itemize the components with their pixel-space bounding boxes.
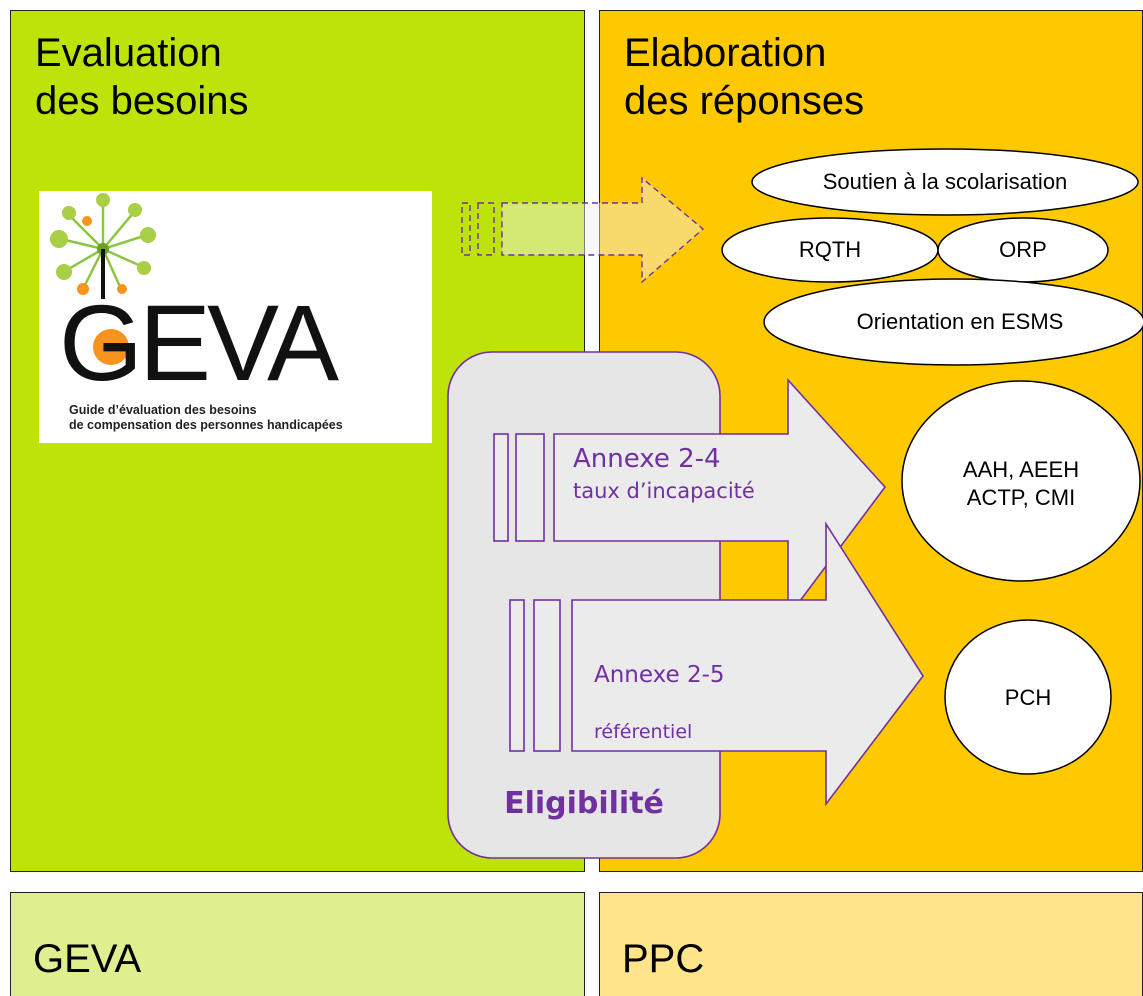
geva-logo-subtitle-2: de compensation des personnes handicapée…	[69, 418, 343, 432]
elaboration-title: Elaboration des réponses	[624, 31, 865, 123]
label-pch: PCH	[1004, 685, 1052, 710]
annexe-2-5-arrow	[509, 521, 924, 807]
eligibility-label: Eligibilité	[504, 786, 664, 821]
annexe-2-4-subtitle: taux d’incapacité	[573, 479, 755, 503]
annexe-2-5-subtitle: référentiel	[594, 721, 693, 743]
evaluation-title: Evaluation des besoins	[35, 31, 249, 123]
ellipse-esms	[763, 278, 1143, 366]
orange-dot-icon	[93, 329, 129, 365]
label-scolarisation: Soutien à la scolarisation	[822, 169, 1068, 194]
dashed-arrow	[461, 176, 705, 284]
ppc-footer-panel: PPC	[599, 892, 1143, 996]
ellipse-aah	[901, 380, 1141, 582]
label-aah: AAH, AEEH ACTP, CMI	[962, 457, 1080, 510]
geva-logo-word: GEVA	[59, 282, 339, 403]
geva-logo: GEVA Guide d’évaluation des besoins de c…	[39, 191, 432, 443]
label-esms: Orientation en ESMS	[856, 309, 1064, 334]
ellipse-pch	[944, 619, 1112, 775]
flower-icon	[50, 193, 156, 299]
annexe-2-5-title: Annexe 2-5	[594, 662, 725, 688]
annexe-2-4-title: Annexe 2-4	[573, 444, 721, 474]
label-orp: ORP	[999, 237, 1047, 262]
geva-footer-panel: GEVA	[10, 892, 585, 996]
label-rqth: RQTH	[798, 237, 862, 262]
geva-logo-subtitle-1: Guide d’évaluation des besoins	[69, 403, 257, 417]
ppc-footer-title: PPC	[622, 937, 705, 981]
ellipse-scolarisation	[751, 148, 1139, 216]
geva-footer-title: GEVA	[33, 937, 142, 981]
